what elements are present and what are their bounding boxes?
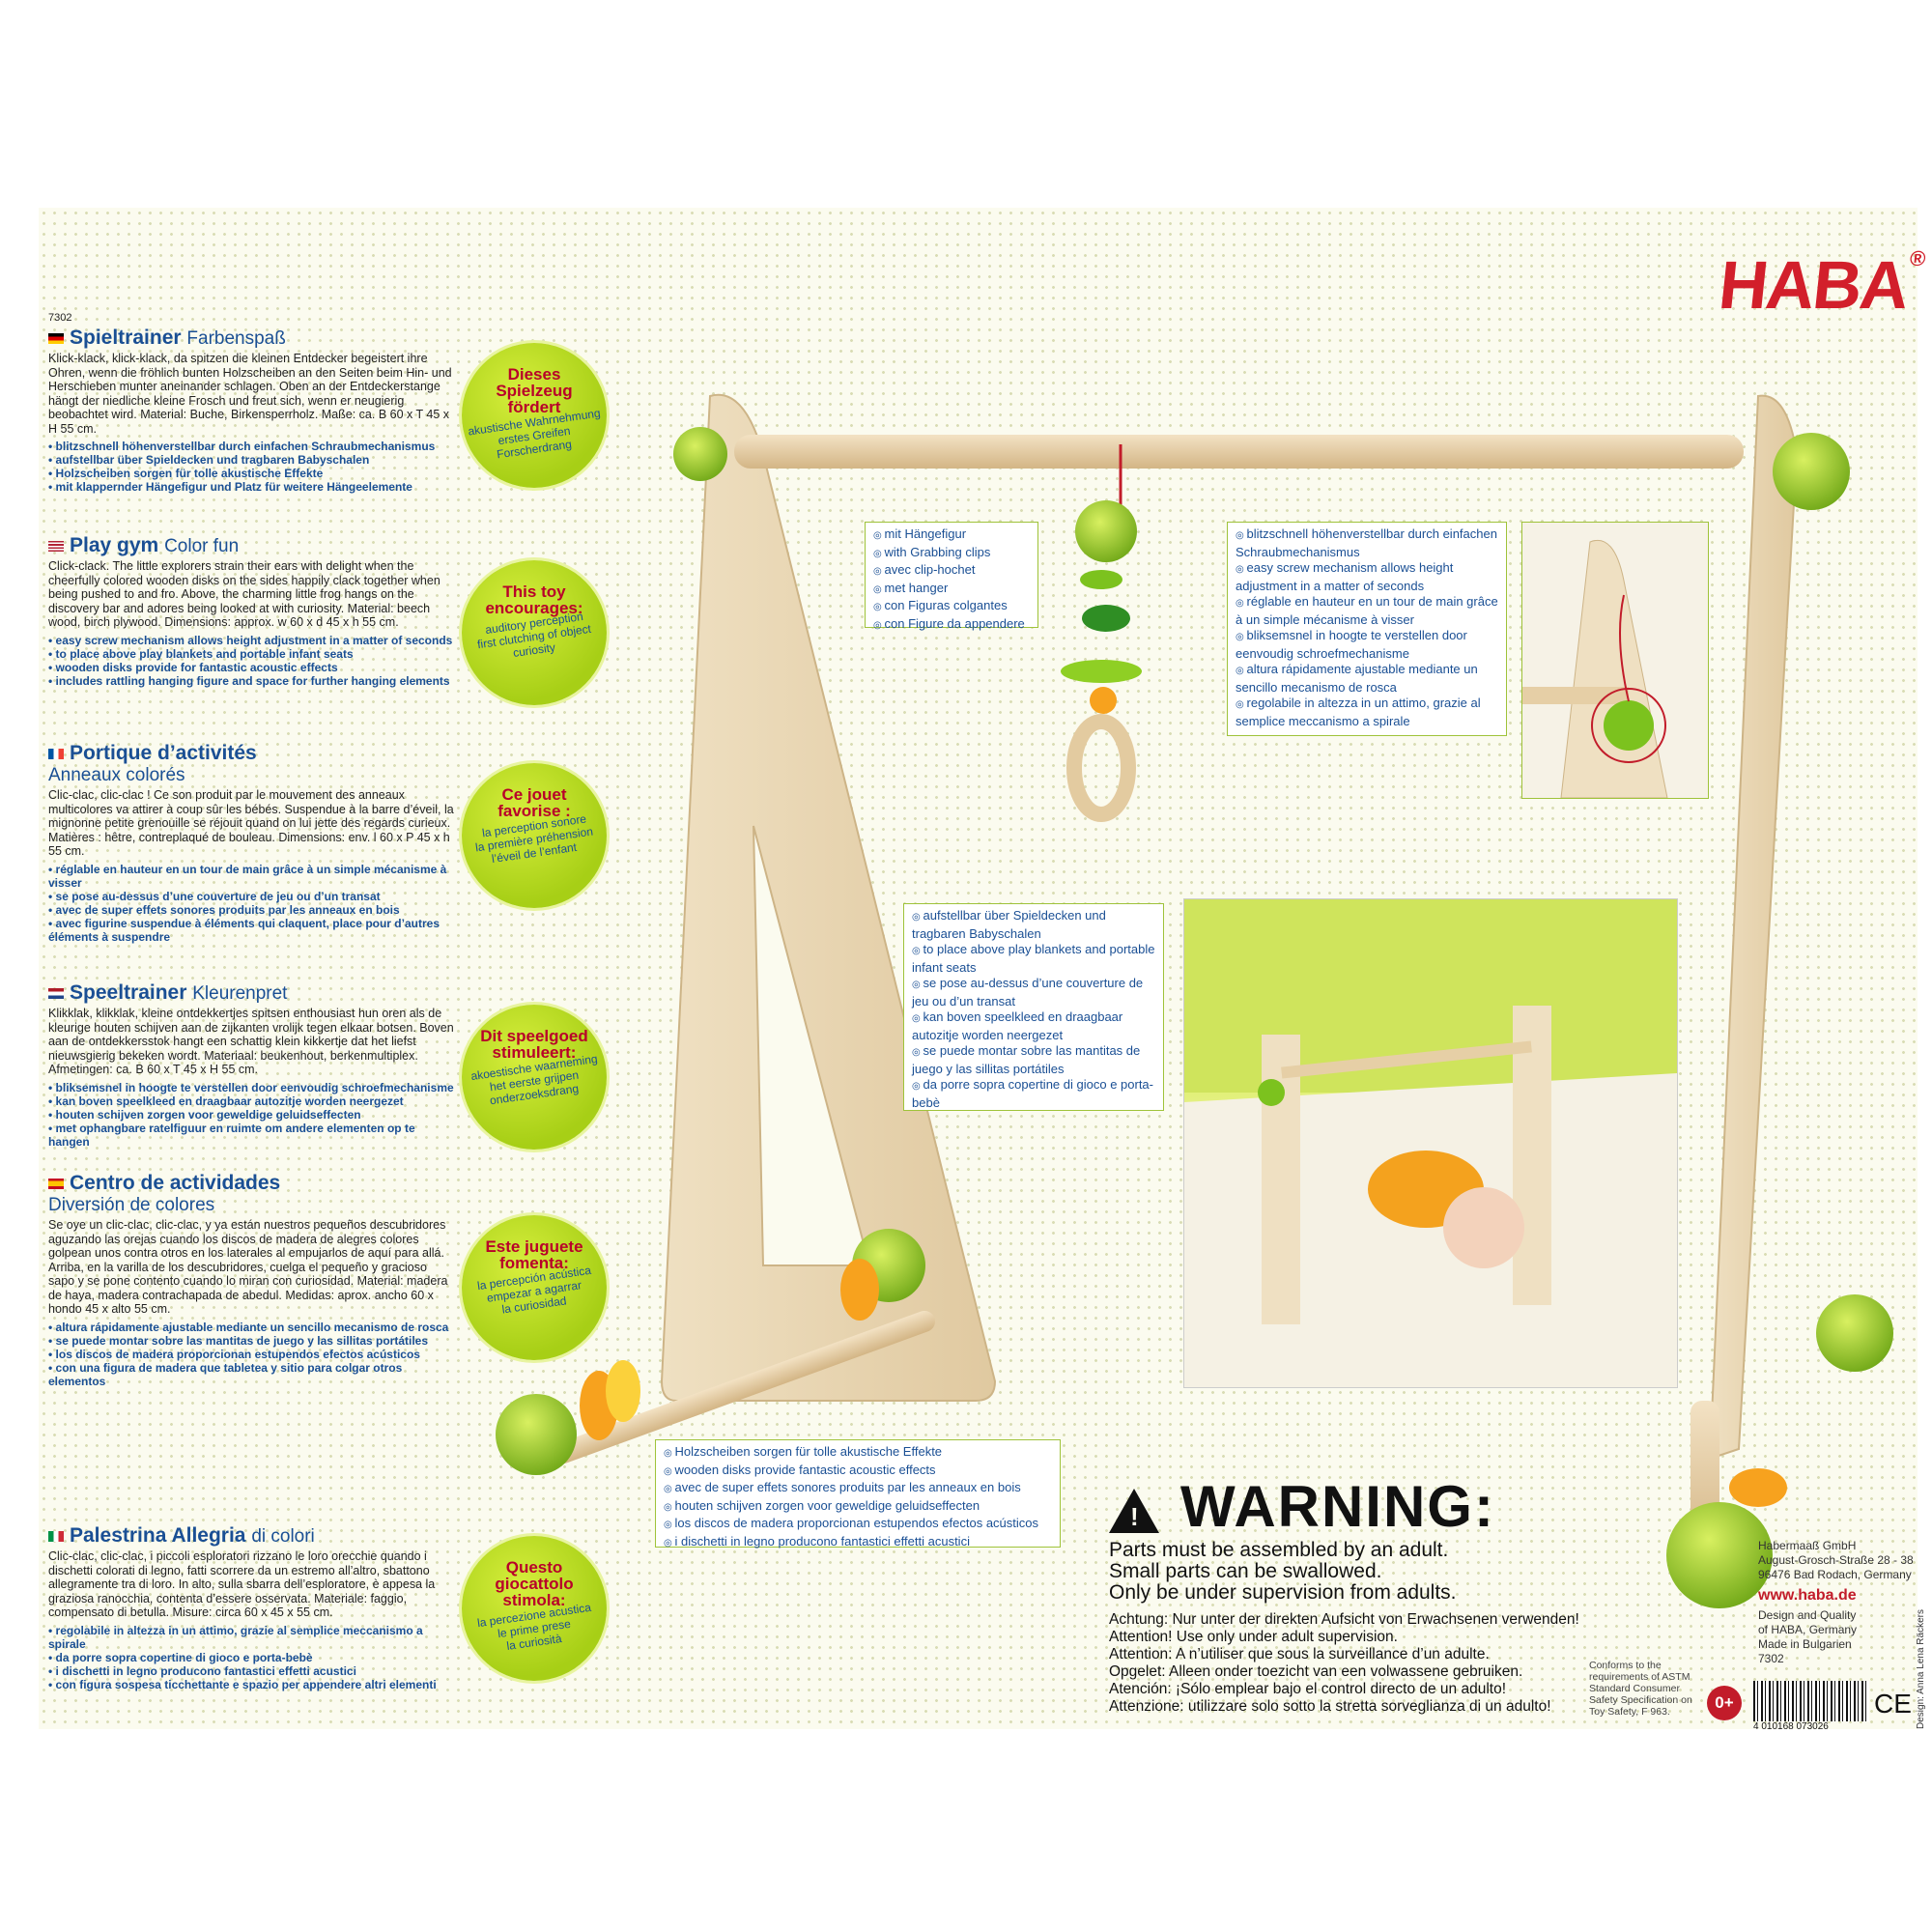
left-frame-panel [660,393,997,1402]
frog-head [1075,500,1137,562]
website-link[interactable]: www.haba.de [1758,1587,1857,1604]
frog-ring-2 [1082,605,1130,632]
frog-disk [1061,660,1142,683]
disk-orange-right [1729,1468,1787,1507]
skill-badge-nl: Dit speelgoed stimuleert: akoestische wa… [462,1005,607,1150]
left-frame-knob [673,427,727,481]
flag-es-icon [48,1178,64,1189]
callout-hanger: mit Hängefigurwith Grabbing clipsavec cl… [865,522,1038,631]
right-frame-panel [1708,394,1799,1461]
lang-block-nl: Speeltrainer Kleurenpret Klikklak, klikk… [48,981,454,1149]
lang-block-es: Centro de actividades Diversión de color… [48,1172,454,1388]
baby-photo [1183,898,1678,1388]
frog-bead-orange [1090,687,1117,714]
flag-fr-icon [48,748,64,759]
callout-place: aufstellbar über Spieldecken und tragbar… [903,903,1164,1111]
disk-ball-left [496,1394,577,1475]
callout-screw: blitzschnell höhenverstellbar durch einf… [1227,522,1507,736]
flag-nl-icon [48,987,64,999]
screw-detail-inset [1521,522,1709,799]
disk-orange-left-top [840,1259,879,1321]
skill-badge-it: Questo giocattolo stimola: la percezione… [462,1536,607,1681]
skill-badge-de: Dieses Spielzeug fördert akustische Wahr… [462,343,607,488]
lang-block-en: Play gym Color fun Click-clack. The litt… [48,534,454,688]
skill-badge-fr: Ce jouet favorise : la perception sonore… [462,763,607,908]
callout-disks: Holzscheiben sorgen für tolle akustische… [655,1439,1061,1548]
bottom-bar-left [553,1310,935,1464]
lang-block-fr: Portique d’activités Anneaux colorés Cli… [48,742,454,944]
flag-us-icon [48,540,64,552]
skill-badge-en: This toy encourages: auditory perception… [462,560,607,705]
lang-block-it: Palestrina Allegria di colori Clic-clac,… [48,1524,454,1691]
warning-block: !WARNING: Parts must be assembled by an … [1109,1474,1579,1715]
frog-teether-ring [1066,714,1136,822]
design-credit: Design: Anna Lena Räckers [1916,1609,1926,1729]
barcode-number: 4 010168 073026 [1753,1721,1829,1732]
warning-triangle-icon: ! [1109,1489,1159,1534]
disk-ball-right [1666,1502,1773,1608]
barcode [1753,1681,1869,1721]
lang-block-de: Spieltrainer Farbenspaß Klick-klack, kli… [48,327,454,494]
ce-mark-icon: CE [1874,1689,1912,1719]
age-mark-icon: 0+ [1707,1686,1742,1720]
left-frame-cutout [753,825,871,1266]
disk-ball-right-top [1816,1294,1893,1372]
flag-de-icon [48,332,64,344]
skill-badge-es: Este juguete fomenta: la percepción acús… [462,1215,607,1360]
astm-note: Conforms to the requirements of ASTM Sta… [1589,1660,1692,1718]
disk-yellow-left [606,1360,640,1422]
flag-it-icon [48,1530,64,1542]
top-bar [734,435,1744,469]
frog-ring-1 [1080,570,1122,589]
right-frame-knob [1773,433,1850,510]
article-number: 7302 [48,312,72,324]
